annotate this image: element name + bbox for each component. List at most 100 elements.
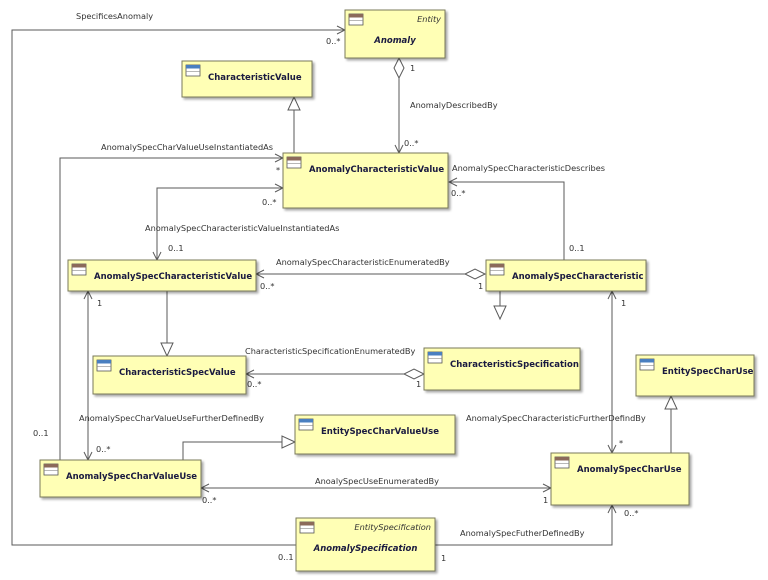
class-name: CharacteristicSpecification (450, 360, 579, 370)
class-characteristic-value[interactable]: CharacteristicValue (181, 60, 313, 98)
assoc-label: AnomalySpecCharValueUseFurtherDefinedBy (79, 413, 264, 423)
class-box (635, 354, 755, 397)
mult-label: 0..* (451, 188, 466, 198)
class-name: AnomalySpecCharacteristicValue (94, 272, 252, 282)
class-name: AnomalyCharacteristicValue (309, 165, 444, 175)
assoc-spec-futher-defined-by[interactable]: AnomalySpecFutherDefinedBy 0..* 1 (435, 505, 639, 563)
mult-label: 1 (410, 63, 415, 73)
mult-label: 0..* (326, 36, 341, 46)
class-box (295, 517, 436, 572)
generalization-triangle-icon (160, 342, 174, 358)
assoc-label: AnomalyDescribedBy (410, 100, 498, 110)
assoc-specifies-anomaly[interactable]: SpecificesAnomaly 0..* 0..1 (11, 11, 345, 562)
class-icon (554, 456, 570, 469)
class-anomaly-spec-char-value-use[interactable]: AnomalySpecCharValueUse (39, 459, 202, 498)
assoc-spec-char-further-defind-by[interactable]: AnomalySpecCharacteristicFurtherDefindBy… (466, 291, 646, 453)
class-box (282, 152, 449, 209)
aggregation-diamond-icon (402, 368, 426, 380)
class-entity-spec-char-use[interactable]: EntitySpecCharUse (635, 354, 755, 397)
mult-label: 0..* (247, 379, 262, 389)
class-icon (298, 418, 314, 431)
generalization-entity-spec-char-use[interactable] (664, 394, 678, 453)
class-box (344, 9, 446, 59)
aggregation-diamond-icon (463, 268, 487, 280)
generalization-characteristic-value[interactable] (287, 95, 301, 153)
generalization-characteristic-spec-value[interactable] (160, 291, 174, 358)
assoc-label: AnomalySpecCharValueUseInstantiatedAs (101, 142, 273, 152)
mult-label: 0..1 (33, 428, 49, 438)
class-box (39, 459, 202, 498)
mult-label: * (619, 438, 623, 448)
aggregation-diamond-icon (393, 56, 405, 80)
assoc-label: AnomalySpecCharacteristicDescribes (452, 163, 605, 173)
mult-label: 0..* (624, 508, 639, 518)
assoc-spec-char-describes[interactable]: AnomalySpecCharacteristicDescribes 0..* … (449, 163, 605, 260)
class-icon (286, 156, 302, 169)
class-name: AnomalySpecification (313, 544, 418, 554)
assoc-label: AnomalySpecFutherDefinedBy (460, 528, 585, 538)
class-stereotype: EntitySpecification (354, 522, 431, 532)
assoc-value-use-instantiated-as[interactable]: AnomalySpecCharValueUseInstantiatedAs * … (33, 142, 283, 460)
assoc-spec-char-enumerated-by[interactable]: AnomalySpecCharacteristicEnumeratedBy 0.… (256, 257, 487, 291)
assoc-label: CharacteristicSpecificationEnumeratedBy (245, 346, 416, 356)
class-anomaly-characteristic-value[interactable]: AnomalyCharacteristicValue (282, 152, 449, 209)
assoc-label: AnoalySpecUseEnumeratedBy (315, 476, 439, 486)
mult-label: 1 (543, 495, 548, 505)
class-entity-spec-char-value-use[interactable]: EntitySpecCharValueUse (294, 414, 456, 455)
class-icon (299, 521, 315, 534)
mult-label: 0..* (202, 495, 217, 505)
mult-label: 0..* (260, 281, 275, 291)
class-icon (639, 358, 655, 371)
class-box (92, 355, 247, 395)
class-anomaly-spec-characteristic-value[interactable]: AnomalySpecCharacteristicValue (67, 259, 257, 292)
assoc-label: SpecificesAnomaly (76, 11, 153, 21)
class-icon (185, 64, 201, 77)
mult-label: 1 (97, 298, 102, 308)
class-name: EntitySpecCharValueUse (321, 427, 439, 437)
class-icon (427, 351, 443, 364)
mult-label: 1 (441, 553, 446, 563)
class-box (181, 60, 313, 98)
class-icon (489, 263, 505, 276)
mult-label: * (276, 165, 280, 175)
assoc-label: AnomalySpecCharacteristicEnumeratedBy (276, 257, 450, 267)
mult-label: 0..1 (569, 243, 585, 253)
class-box (485, 259, 647, 292)
class-icon (348, 13, 364, 26)
mult-label: 0..1 (168, 243, 184, 253)
class-box (550, 452, 690, 506)
mult-label: 0..* (404, 138, 419, 148)
mult-label: 0..1 (278, 552, 294, 562)
class-icon (96, 359, 112, 372)
mult-label: 1 (478, 281, 483, 291)
mult-label: 1 (416, 379, 421, 389)
mult-label: 0..* (262, 197, 277, 207)
assoc-anomaly-described-by[interactable]: AnomalyDescribedBy 1 0..* (393, 56, 498, 153)
class-name: AnomalySpecCharValueUse (66, 472, 197, 482)
generalization-characteristic-specification[interactable] (493, 291, 507, 321)
class-box (294, 414, 456, 455)
class-stereotype: Entity (417, 14, 441, 24)
class-anomaly-spec-char-use[interactable]: AnomalySpecCharUse (550, 452, 690, 506)
mult-label: 1 (621, 298, 626, 308)
class-icon (71, 263, 87, 276)
generalization-triangle-icon (281, 435, 297, 449)
class-name: AnomalySpecCharUse (577, 465, 682, 475)
class-name: AnomalySpecCharacteristic (512, 272, 644, 282)
generalization-triangle-icon (287, 95, 301, 111)
class-characteristic-spec-value[interactable]: CharacteristicSpecValue (92, 355, 247, 395)
class-anomaly-spec-characteristic[interactable]: AnomalySpecCharacteristic (485, 259, 647, 292)
assoc-char-spec-enumerated-by[interactable]: CharacteristicSpecificationEnumeratedBy … (245, 346, 426, 389)
class-box (67, 259, 257, 292)
assoc-spec-char-value-instantiated-as[interactable]: AnomalySpecCharacteristicValueInstantiat… (145, 188, 339, 260)
assoc-use-enumerated-by[interactable]: AnoalySpecUseEnumeratedBy 0..* 1 (201, 476, 551, 505)
class-name: CharacteristicValue (208, 73, 302, 83)
class-characteristic-specification[interactable]: CharacteristicSpecification (423, 347, 581, 391)
generalization-entity-spec-char-value-use[interactable] (182, 435, 297, 460)
generalization-triangle-icon (664, 394, 678, 410)
assoc-label: AnomalySpecCharacteristicFurtherDefindBy (466, 413, 646, 423)
assoc-value-use-further-defined-by[interactable]: AnomalySpecCharValueUseFurtherDefinedBy … (79, 291, 264, 460)
